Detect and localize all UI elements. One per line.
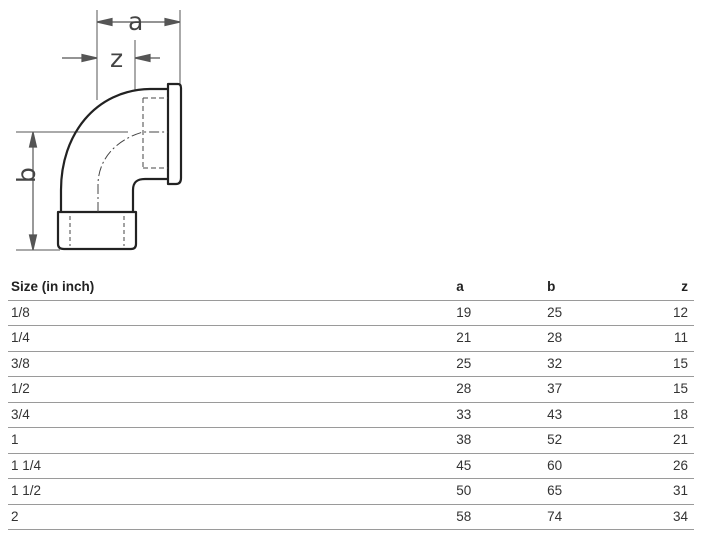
extension-lines xyxy=(16,10,181,251)
table-row: 1 1/2 50 65 31 xyxy=(8,478,694,505)
cell-a: 19 xyxy=(453,300,545,326)
cell-a: 21 xyxy=(453,325,545,352)
dimension-z-label: z xyxy=(110,44,123,73)
cell-b: 25 xyxy=(544,300,670,326)
header-size: Size (in inch) xyxy=(8,275,454,301)
header-z: z xyxy=(669,275,694,301)
cell-size: 2 xyxy=(8,504,454,530)
dimension-a xyxy=(96,17,181,27)
cell-b: 43 xyxy=(544,402,670,428)
cell-b: 37 xyxy=(544,376,670,403)
cell-b: 74 xyxy=(544,504,670,530)
cell-a: 25 xyxy=(453,351,545,377)
cell-z: 11 xyxy=(669,325,694,352)
dimension-z xyxy=(62,53,160,63)
cell-size: 1 1/4 xyxy=(8,453,454,479)
cell-a: 58 xyxy=(453,504,545,530)
header-a: a xyxy=(453,275,545,301)
cell-size: 1 xyxy=(8,427,454,454)
table-row: 1/8 19 25 12 xyxy=(8,300,694,326)
table-row: 1/4 21 28 11 xyxy=(8,325,694,352)
cell-z: 21 xyxy=(669,427,694,454)
cell-z: 12 xyxy=(669,300,694,326)
table-row: 3/4 33 43 18 xyxy=(8,402,694,428)
cell-size: 1/4 xyxy=(8,325,454,352)
elbow-fitting-diagram: a z b xyxy=(12,7,183,251)
cell-a: 28 xyxy=(453,376,545,403)
cell-size: 3/4 xyxy=(8,402,454,428)
cell-b: 28 xyxy=(544,325,670,352)
dimension-a-label: a xyxy=(128,7,143,36)
cell-z: 34 xyxy=(669,504,694,530)
table-row: 1 1/4 45 60 26 xyxy=(8,453,694,479)
cell-size: 1/8 xyxy=(8,300,454,326)
header-b: b xyxy=(544,275,670,301)
cell-b: 65 xyxy=(544,478,670,505)
cell-z: 15 xyxy=(669,376,694,403)
table-row: 1/2 28 37 15 xyxy=(8,376,694,403)
cell-a: 45 xyxy=(453,453,545,479)
cell-z: 31 xyxy=(669,478,694,505)
table-row: 3/8 25 32 15 xyxy=(8,351,694,377)
table-row: 2 58 74 34 xyxy=(8,504,694,530)
hidden-lines xyxy=(69,97,168,246)
cell-z: 15 xyxy=(669,351,694,377)
elbow-body xyxy=(56,82,183,251)
cell-a: 50 xyxy=(453,478,545,505)
cell-b: 60 xyxy=(544,453,670,479)
cell-a: 33 xyxy=(453,402,545,428)
cell-z: 26 xyxy=(669,453,694,479)
table-row: 1 38 52 21 xyxy=(8,427,694,454)
cell-size: 1/2 xyxy=(8,376,454,403)
cell-size: 3/8 xyxy=(8,351,454,377)
cell-b: 52 xyxy=(544,427,670,454)
cell-a: 38 xyxy=(453,427,545,454)
dimension-b xyxy=(28,131,38,251)
size-table: Size (in inch) a b z 1/8 19 25 12 1/4 21… xyxy=(8,275,694,530)
cell-b: 32 xyxy=(544,351,670,377)
table-header-row: Size (in inch) a b z xyxy=(8,275,694,301)
cell-z: 18 xyxy=(669,402,694,428)
dimension-b-label: b xyxy=(12,167,41,183)
cell-size: 1 1/2 xyxy=(8,478,454,505)
